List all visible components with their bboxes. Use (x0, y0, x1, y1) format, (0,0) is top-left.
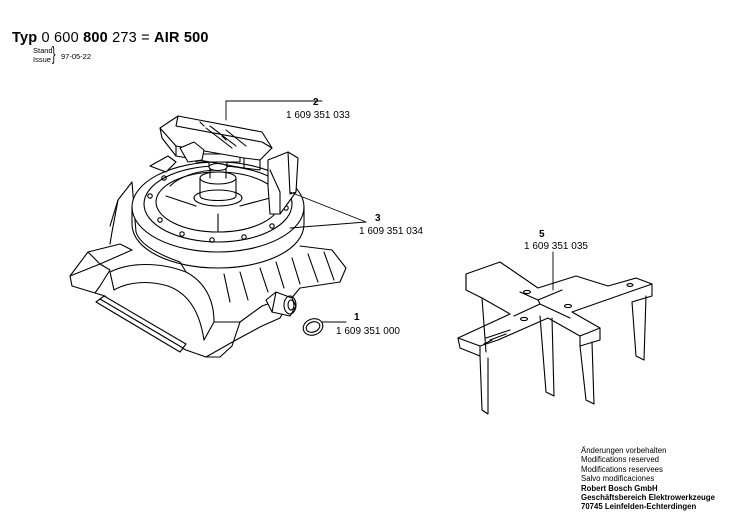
title-num-a: 0 600 (41, 30, 79, 46)
top-head-assembly (149, 115, 299, 215)
drawing-title: Typ 0 600 800 273 = AIR 500 (12, 30, 209, 46)
centre-hub (193, 153, 243, 207)
callout-5-number: 5 (539, 229, 545, 240)
title-num-b: 800 (83, 30, 108, 46)
footer-line-de: Änderungen vorbehalten (581, 446, 667, 455)
footer-line-fr: Modifications reservees (581, 464, 663, 474)
footer-notice: Änderungen vorbehalten Modifications res… (581, 446, 715, 512)
footer-line-es: Salvo modificaciones (581, 474, 655, 484)
footer-division: Geschäftsbereich Elektrowerkzeuge (581, 493, 715, 503)
stand-issue-labels: Stand Issue (33, 46, 53, 64)
callout-1-part-number: 1 609 351 000 (336, 326, 400, 337)
air-connector (265, 291, 297, 317)
o-ring (302, 318, 324, 336)
title-model: AIR 500 (154, 30, 209, 46)
cross-stand (457, 261, 653, 415)
brace-glyph: } (52, 44, 56, 65)
issue-date: 97-05-22 (61, 52, 92, 61)
title-num-c: 273 = (112, 30, 150, 46)
callout-2-number: 2 (313, 97, 319, 108)
callout-3-part-number: 1 609 351 034 (359, 226, 423, 237)
title-typ: Typ (12, 30, 38, 46)
leader-lines (225, 100, 367, 323)
footer-address: 70745 Leinfelden-Echterdingen (581, 502, 697, 512)
callout-5-part-number: 1 609 351 035 (524, 241, 588, 252)
callout-2-part-number: 1 609 351 033 (286, 110, 350, 121)
callout-3-number: 3 (375, 213, 381, 224)
callout-1-number: 1 (354, 312, 360, 323)
footer-company: Robert Bosch GmbH (581, 483, 658, 493)
stand-label: Stand (33, 46, 53, 55)
issue-label: Issue (33, 55, 51, 64)
footer-line-en: Modifications reserved (581, 455, 660, 465)
base-frame (69, 181, 347, 358)
